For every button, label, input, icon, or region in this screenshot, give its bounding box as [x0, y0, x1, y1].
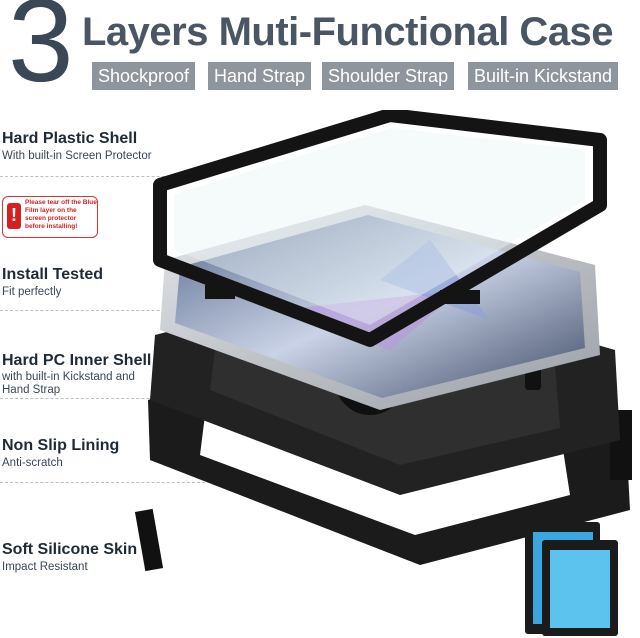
- tag-kickstand: Built-in Kickstand: [468, 62, 619, 90]
- warning-box: Please tear off the Blue Film layer on t…: [2, 196, 98, 238]
- feature-title-inner: Hard PC Inner Shell: [2, 352, 152, 369]
- case-layers-illustration: [134, 110, 632, 636]
- divider: [0, 482, 205, 483]
- feature-sub-inner: with built-in Kickstand and Hand Strap: [2, 371, 135, 396]
- feature-title-lining: Non Slip Lining: [2, 437, 120, 454]
- tag-shockproof: Shockproof: [92, 62, 196, 90]
- feature-sub-silicone: Impact Resistant: [2, 561, 88, 573]
- divider: [0, 176, 205, 177]
- divider: [0, 398, 205, 399]
- feature-title-silicone: Soft Silicone Skin: [2, 541, 138, 558]
- warning-text: Please tear off the Blue Film layer on t…: [25, 199, 97, 230]
- warning-icon: [7, 203, 21, 229]
- feature-title-install: Install Tested: [2, 266, 104, 283]
- hard-plastic-shell: [153, 110, 607, 347]
- feature-sub-shell: With built-in Screen Protector: [2, 150, 152, 162]
- headline: Layers Muti-Functional Case: [82, 10, 614, 54]
- tag-hand-strap: Hand Strap: [208, 62, 312, 90]
- feature-title-shell: Hard Plastic Shell: [2, 130, 138, 147]
- big-number: 3: [8, 0, 74, 107]
- feature-sub-install: Fit perfectly: [2, 286, 62, 298]
- divider: [0, 310, 205, 311]
- feature-sub-lining: Anti-scratch: [2, 457, 63, 469]
- tag-shoulder-strap: Shoulder Strap: [322, 62, 455, 90]
- inset-case-thumbnail: [525, 522, 618, 636]
